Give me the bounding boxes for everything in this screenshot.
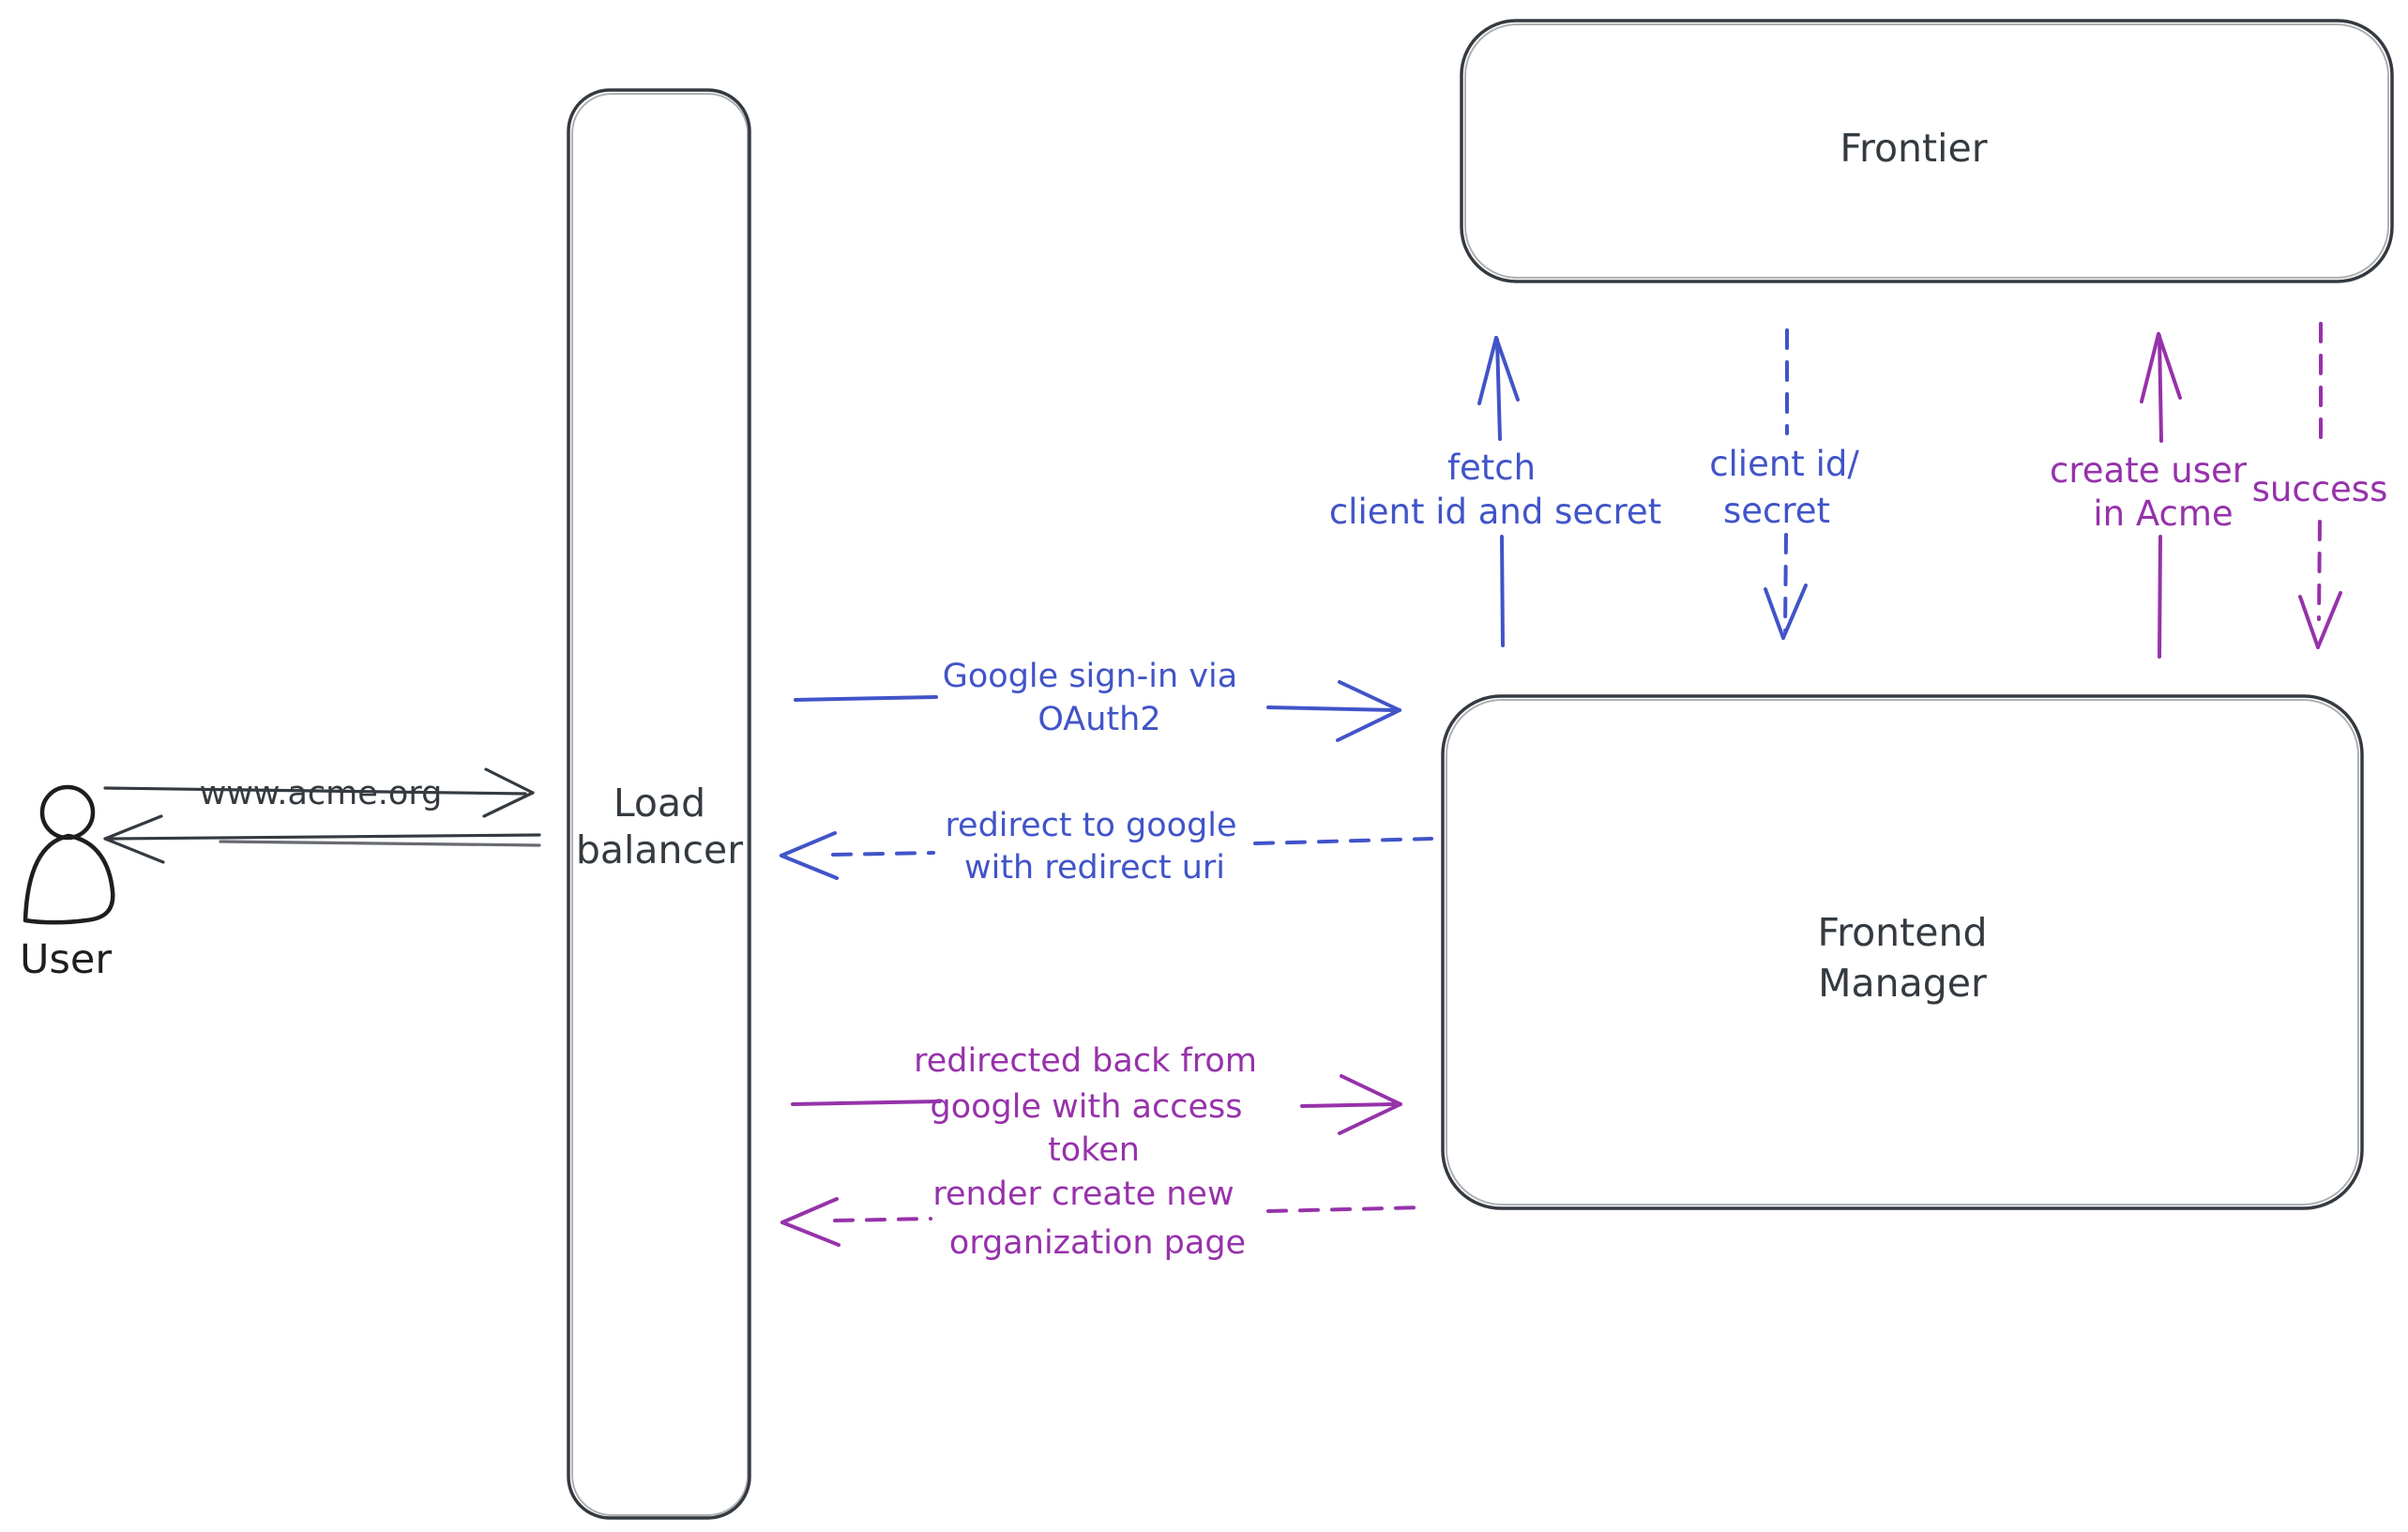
edge-label-acme: www.acme.org [200, 775, 443, 812]
edge-client-id-secret: client id/ secret [1709, 328, 1859, 640]
frontier-box-sketch-echo [1464, 23, 2389, 279]
edge-label-redirected-line3: token [1048, 1131, 1140, 1169]
edge-line-top [1495, 338, 1502, 441]
frontend-manager-label-line1: Frontend [1818, 910, 1988, 955]
edge-line-left [791, 1100, 942, 1106]
frontend-manager-node: Frontend Manager [1441, 694, 2364, 1210]
edge-label-createuser-line1: create user [2050, 450, 2248, 491]
user-label: User [20, 936, 112, 983]
edge-user-to-load-balancer: www.acme.org [103, 767, 535, 818]
arrowhead-left-icon [780, 831, 839, 880]
edge-label-signin-line2: OAuth2 [1037, 701, 1160, 738]
frontend-manager-box [1441, 694, 2364, 1210]
user-icon-body [23, 833, 115, 925]
frontend-manager-box-sketch-echo [1446, 699, 2359, 1206]
edge-line [103, 786, 527, 796]
edge-line-right [1266, 1206, 1428, 1213]
edge-label-redirected-line2: google with access [931, 1088, 1243, 1126]
edge-label-redirected-line1: redirected back from [914, 1042, 1257, 1080]
edge-signin-oauth2: Google sign-in via OAuth2 [794, 658, 1401, 742]
edge-create-user: create user in Acme [2050, 332, 2248, 659]
edge-render-org-page: render create new organization page [780, 1176, 1428, 1262]
edge-line-right [1266, 705, 1396, 712]
edge-line-right [1253, 837, 1433, 845]
edge-line-sketch-echo [219, 840, 541, 847]
arrowhead-right-icon [482, 767, 535, 818]
arrowhead-left-icon [780, 1197, 841, 1247]
edge-label-success: success [2252, 469, 2388, 509]
edge-redirected-back: redirected back from google with access … [791, 1042, 1402, 1169]
edge-line-bottom [1500, 535, 1505, 647]
edge-line-right [1300, 1102, 1396, 1108]
edge-line [109, 833, 541, 841]
edge-fetch-client-id: fetch client id and secret [1329, 336, 1661, 647]
edge-line-bottom [2158, 535, 2162, 659]
load-balancer-node: Load balancer [567, 88, 751, 1520]
edge-line-left [794, 695, 938, 702]
frontier-label: Frontier [1840, 126, 1987, 171]
arrowhead-down-icon [1764, 584, 1808, 640]
edge-line-bottom [2317, 520, 2322, 621]
edge-label-redirect-line1: redirect to google [945, 807, 1236, 844]
edge-line-top [2158, 334, 2163, 443]
arrowhead-up-icon [2140, 332, 2182, 403]
edge-label-fetch-line2: client id and secret [1329, 492, 1661, 532]
edge-label-signin-line1: Google sign-in via [943, 658, 1237, 695]
edge-label-clientid-line2: secret [1723, 491, 1830, 531]
edge-load-balancer-to-user [103, 814, 541, 864]
edge-label-render-line1: render create new [932, 1176, 1234, 1213]
arrowhead-right-icon [1338, 1074, 1402, 1135]
edge-line-left [833, 1217, 932, 1222]
frontier-node: Frontier [1460, 19, 2394, 283]
load-balancer-box [567, 88, 751, 1520]
frontend-manager-label-line2: Manager [1818, 961, 1987, 1006]
load-balancer-label-line2: balancer [576, 827, 743, 872]
frontier-box [1460, 19, 2394, 283]
edge-label-fetch-line1: fetch [1447, 447, 1536, 488]
load-balancer-label-line1: Load [613, 781, 705, 826]
edge-label-createuser-line2: in Acme [2093, 493, 2233, 534]
edge-redirect-to-google: redirect to google with redirect uri [780, 807, 1433, 887]
edge-label-redirect-line2: with redirect uri [964, 849, 1225, 887]
edge-label-render-line2: organization page [949, 1224, 1246, 1262]
edge-label-clientid-line1: client id/ [1709, 444, 1859, 484]
load-balancer-box-sketch-echo [571, 93, 749, 1516]
edge-line-left [831, 851, 935, 857]
arrowhead-down-icon [2298, 591, 2342, 649]
user-actor: User [20, 784, 115, 983]
arrowhead-right-icon [1336, 680, 1401, 742]
arrowhead-left-icon [103, 814, 165, 864]
edge-success: success [2252, 322, 2388, 649]
arrowhead-up-icon [1477, 336, 1520, 405]
edge-line-bottom [1783, 533, 1788, 632]
